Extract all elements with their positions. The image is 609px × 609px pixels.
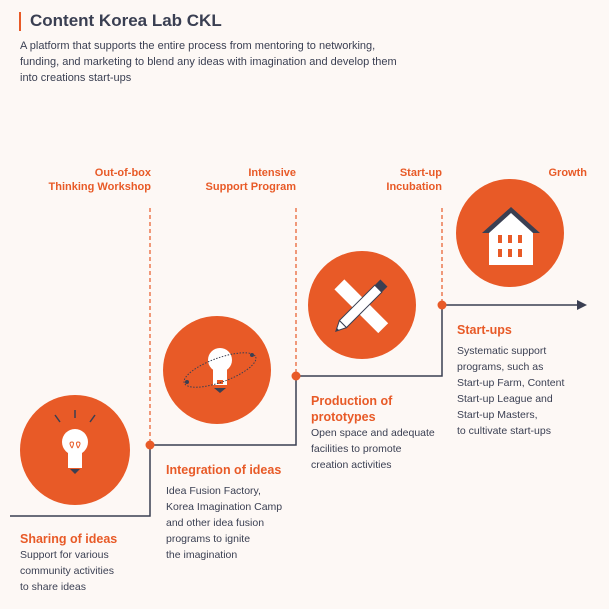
stage-body-line: the imagination [166,549,238,561]
stage-body-line: facilities to promote [311,443,402,455]
milestone-dot [437,300,447,310]
step-label-workshop: Out-of-box Thinking Workshop [11,166,151,194]
step-label-line: Out-of-box [94,167,151,179]
stage-title: prototypes [311,410,376,424]
milestone-dot [145,440,155,450]
step-label-line: Growth [548,167,588,179]
stage-prototypes: Production of prototypes Open space and … [311,393,435,473]
step-label-line: Start-up [399,167,442,179]
step-label-line: Support Program [205,181,296,193]
stage-body-line: to share ideas [20,581,86,593]
building-icon [456,179,564,287]
stage-integration: Integration of ideas Idea Fusion Factory… [166,462,282,563]
arrow-head-icon [577,300,587,310]
stage-body-line: Start-up Farm, Content [457,377,565,389]
stage-body-line: Idea Fusion Factory, [166,485,261,497]
orbit-lightbulb-icon [163,316,271,424]
step-label-line: Intensive [248,167,296,179]
step-label-line: Incubation [386,181,442,193]
stage-title: Sharing of ideas [20,532,118,546]
lightbulb-icon [20,395,130,505]
stage-body-line: Start-up League and [457,393,553,405]
milestone-dot [291,371,301,381]
step-label-incubation: Start-up Incubation [302,166,442,194]
stage-body-line: and other idea fusion [166,517,265,529]
stage-startups: Start-ups Systematic support programs, s… [457,322,564,439]
stage-body-line: Korea Imagination Camp [166,501,283,513]
stage-body-line: to cultivate start-ups [457,425,551,437]
stage-body-line: Support for various [20,549,109,561]
stage-title: Start-ups [457,323,512,337]
stage-body-line: Open space and adequate [311,427,435,439]
stage-sharing: Sharing of ideas Support for various com… [20,531,117,595]
staircase-line [10,304,580,517]
stage-body-line: community activities [20,565,114,577]
stage-title: Production of [311,394,393,408]
stage-body-line: Systematic support [457,345,547,357]
step-label-support: Intensive Support Program [156,166,296,194]
stage-body-line: Start-up Masters, [457,409,538,421]
stage-body-line: creation activities [311,459,392,471]
step-label-growth: Growth [447,166,588,180]
stage-body-line: programs to ignite [166,533,251,545]
stage-title: Integration of ideas [166,463,282,477]
stage-body-line: programs, such as [457,361,544,373]
page-description: A platform that supports the entire proc… [20,40,397,84]
title-accent-bar [19,12,21,31]
page-title: Content Korea Lab CKL [30,11,222,30]
pencil-ruler-icon [308,251,416,359]
step-label-line: Thinking Workshop [48,181,151,193]
